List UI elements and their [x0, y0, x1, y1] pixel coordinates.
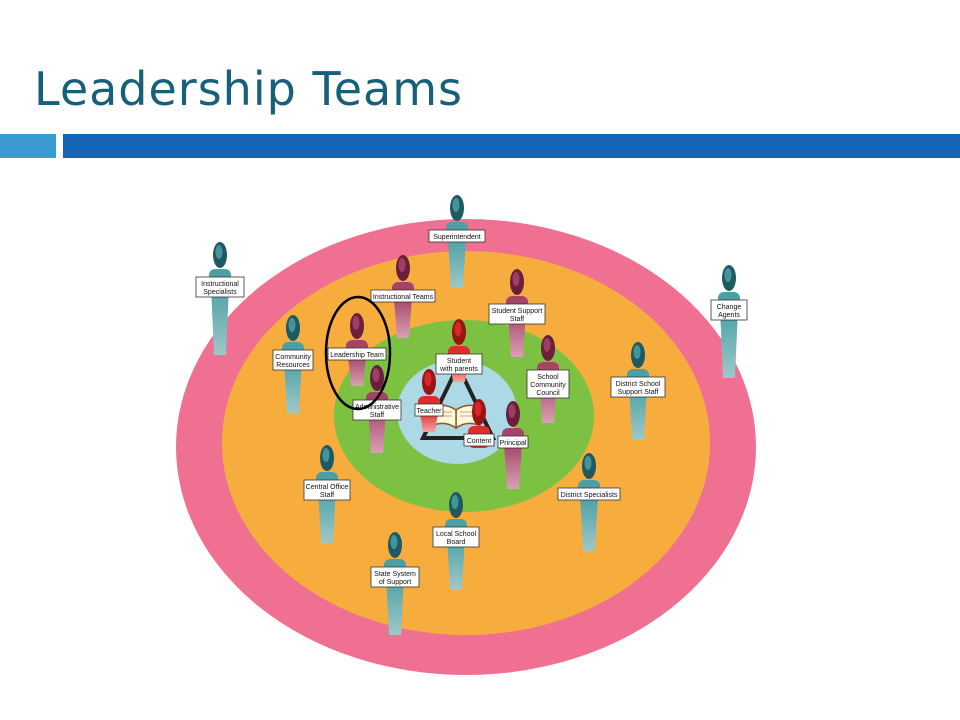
sign-text: Board [447, 539, 466, 546]
sign-text: Staff [510, 316, 524, 323]
person-superintendent: Superintendent [428, 195, 486, 288]
sign-text: Student [447, 358, 471, 365]
sign-text: Leadership Team [330, 352, 384, 359]
sign-text: District Specialists [561, 492, 618, 499]
sign-text: Resources [276, 362, 310, 369]
sign-text: Administrative [355, 404, 399, 411]
sign-text: Change [717, 304, 742, 311]
sign-text: Central Office [306, 484, 349, 491]
sign-text: Agents [718, 312, 740, 319]
sign-text: State System [374, 571, 416, 578]
sign-text: Specialists [203, 289, 237, 296]
sign-text: Principal [500, 440, 527, 447]
accent-bar-small [0, 134, 56, 158]
sign-text: Community [530, 382, 566, 389]
sign-text: Instructional [201, 281, 239, 288]
sign-text: Local School [436, 531, 477, 538]
sign-text: Council [536, 390, 560, 397]
sign-text: Content [467, 438, 492, 445]
sign-text: Superintendent [433, 234, 481, 241]
sign-text: Student Support [492, 308, 543, 315]
person-district-specialists: District Specialists [557, 453, 621, 551]
sign-text: Teacher [417, 408, 443, 415]
sign-text: with parents [439, 366, 478, 373]
person-instructional-teams: Instructional Teams [370, 255, 436, 338]
leadership-team-highlight [324, 295, 392, 411]
sign-text: Community [275, 354, 311, 361]
person-content: Content [463, 399, 495, 448]
person-principal: Principal [497, 401, 529, 489]
person-teacher: Teacher [414, 369, 444, 432]
sign-text: Staff [320, 492, 334, 499]
sign-text: School [537, 374, 559, 381]
slide-title: Leadership Teams [34, 62, 463, 116]
sign-text: Staff [370, 412, 384, 419]
sign-text: Support Staff [618, 389, 659, 396]
accent-bar-large [63, 134, 960, 158]
sign-text: Instructional Teams [373, 294, 434, 301]
sign-text: District School [616, 381, 661, 388]
person-leadership-team: Leadership Team [327, 313, 387, 386]
sign-text: of Support [379, 579, 411, 586]
